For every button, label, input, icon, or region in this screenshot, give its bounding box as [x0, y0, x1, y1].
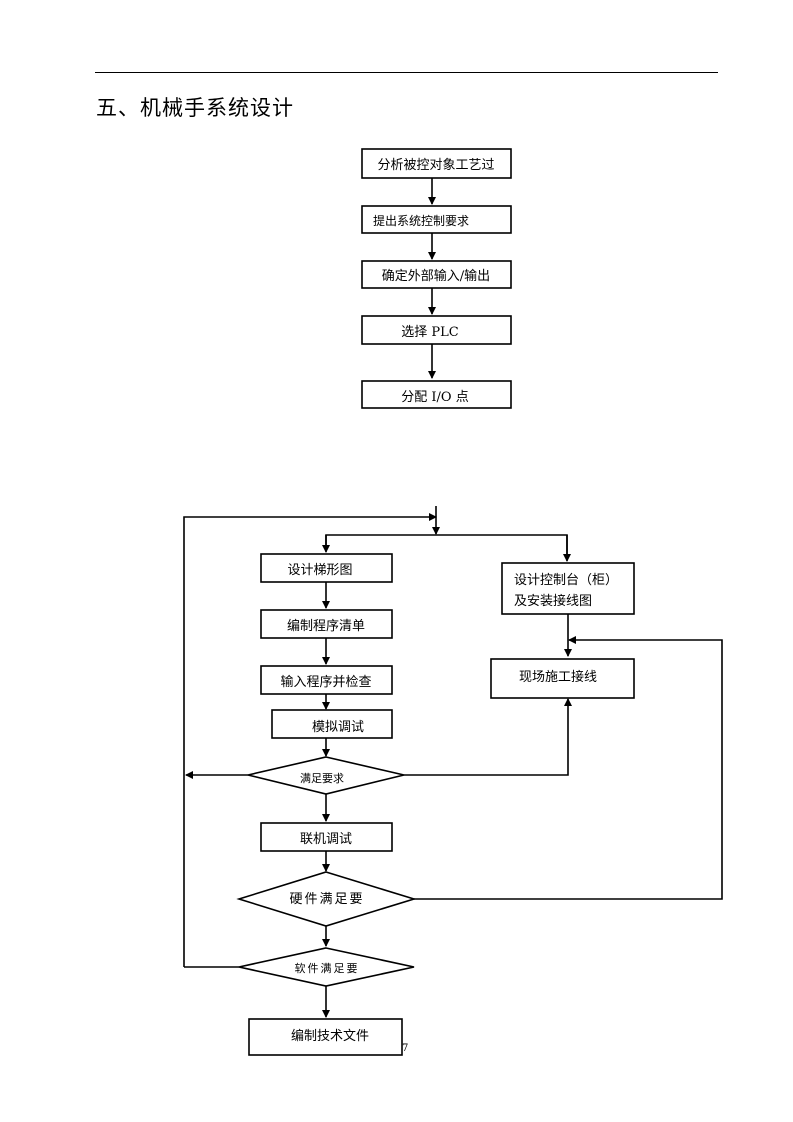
flow2-meets-req-decision: 满足要求	[247, 756, 405, 795]
flow2-input-check-label: 输入程序并检查	[280, 674, 371, 690]
flow1-step4-node: 选择 PLC	[361, 315, 512, 345]
flow2-sw-meets-label: 软件满足要	[295, 961, 360, 975]
flow2-meets-req-label: 满足要求	[300, 772, 344, 785]
flow2-yes-to-wiring-arrow	[404, 698, 572, 776]
flow1-step5-node: 分配 I/O 点	[361, 380, 512, 409]
flow1-step5-label: 分配 I/O 点	[401, 390, 468, 405]
flow1-step3-label: 确定外部输入/输出	[382, 268, 490, 284]
flow2-hw-meets-label: 硬件满足要	[289, 892, 364, 907]
section-heading: 五、机械手系统设计	[96, 96, 294, 120]
flow2-loop-top	[183, 513, 437, 967]
flow2-sim-debug-label: 模拟调试	[312, 720, 364, 735]
flow2-joint-debug-node: 联机调试	[260, 822, 393, 852]
flow2-hw-meets-decision: 硬件满足要	[236, 871, 417, 927]
flow2-ladder-label: 设计梯形图	[287, 563, 352, 578]
flow2-ladder-node: 设计梯形图	[260, 553, 393, 583]
flow2-program-list-label: 编制程序清单	[287, 619, 365, 634]
flow1-step1-label: 分析被控对象工艺过	[377, 158, 494, 173]
flow1-step3-node: 确定外部输入/输出	[361, 260, 512, 289]
page-number: 7	[402, 1043, 409, 1054]
flow2-wiring-label: 现场施工接线	[519, 669, 597, 685]
flow2-console-label-2: 及安装接线图	[514, 593, 592, 609]
flow2-console-label-1: 设计控制台（柜）	[514, 573, 618, 588]
flow2-wiring-node: 现场施工接线	[490, 658, 635, 699]
flow2-joint-debug-label: 联机调试	[300, 832, 352, 847]
flow1-step4-label: 选择 PLC	[401, 325, 459, 340]
flow2-tech-docs-node: 编制技术文件	[248, 1018, 403, 1056]
flow2-input-check-node: 输入程序并检查	[260, 665, 393, 695]
flow2-tech-docs-label: 编制技术文件	[291, 1029, 369, 1044]
header-rule	[95, 72, 718, 73]
flow2-program-list-node: 编制程序清单	[260, 609, 393, 639]
flow2-sim-debug-node: 模拟调试	[271, 709, 393, 739]
flow2-sw-meets-decision: 软件满足要	[238, 947, 415, 987]
flow1-step2-node: 提出系统控制要求	[361, 205, 512, 234]
flow1-step1-node: 分析被控对象工艺过	[361, 148, 512, 179]
flow1-step2-label: 提出系统控制要求	[373, 213, 469, 228]
flow2-console-node: 设计控制台（柜） 及安装接线图	[501, 562, 635, 615]
flow2-hw-loop-arrow	[414, 636, 723, 900]
